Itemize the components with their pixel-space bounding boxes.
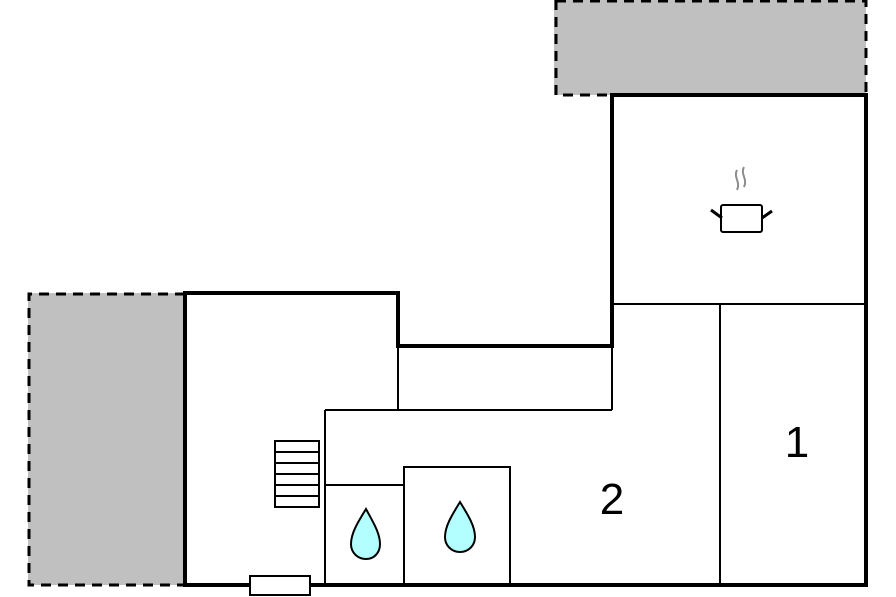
left-terrace xyxy=(27,292,185,587)
exterior-walls xyxy=(183,93,868,587)
interior-walls xyxy=(324,303,866,586)
water-drop-icon xyxy=(349,506,382,561)
room-label-2: 2 xyxy=(599,475,625,524)
top-terrace xyxy=(554,0,868,97)
cooking-pot-icon xyxy=(710,166,773,233)
stairs-icon xyxy=(274,440,320,508)
water-drop-icon xyxy=(443,500,477,554)
room-label-1: 1 xyxy=(784,418,810,467)
entrance-door xyxy=(249,575,311,596)
